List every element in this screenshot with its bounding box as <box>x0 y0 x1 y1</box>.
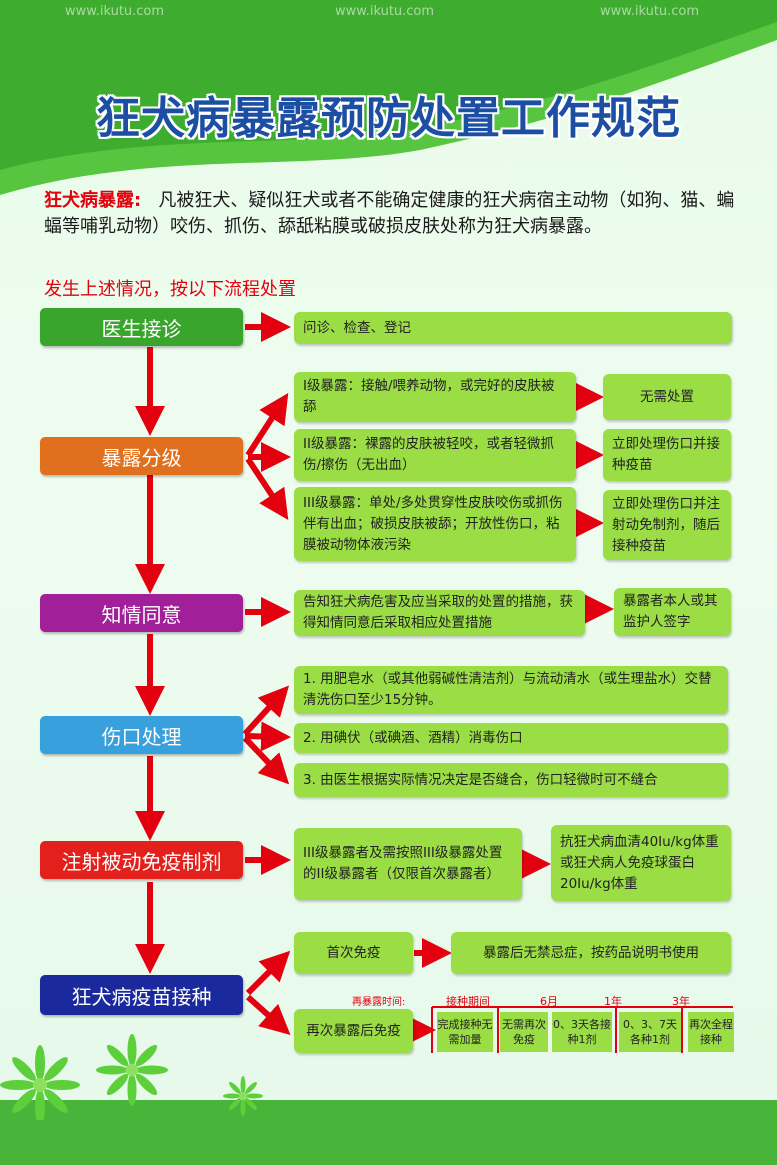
watermark-text: www.ikutu.com <box>65 4 165 19</box>
consent-signature-box: 暴露者本人或其监护人签字 <box>614 588 731 636</box>
branch-arrow <box>245 994 291 1036</box>
grade-1-action: 无需处置 <box>603 374 731 420</box>
grade-1-box: I级暴露：接触/喂养动物，或完好的皮肤被舔 <box>294 372 576 422</box>
branch-arrow <box>242 685 290 737</box>
top-green-wave-decoration <box>0 0 777 195</box>
wound-step-disinfect: 2. 用碘伏（或碘酒、酒精）消毒伤口 <box>294 723 728 753</box>
timeline-label: 再暴露时间: <box>352 997 406 1008</box>
grade-2-action: 立即处理伤口并接种疫苗 <box>603 429 731 481</box>
branch-arrow <box>245 457 289 521</box>
definition-term: 狂犬病暴露: <box>44 190 142 211</box>
watermark-text: www.ikutu.com <box>600 4 700 19</box>
step-exposure-grading: 暴露分级 <box>40 437 243 475</box>
timeline-point: 3年 <box>672 995 690 1008</box>
grade-3-action: 立即处理伤口并注射动免制剂，随后接种疫苗 <box>603 490 731 560</box>
timeline-axis <box>431 1006 733 1053</box>
re-exposure-immunization-box: 再次暴露后免疫 <box>294 1009 413 1053</box>
grade-3-box: III级暴露：单处/多处贯穿性皮肤咬伤或抓伤伴有出血；破损皮肤被舔；开放性伤口，… <box>294 487 576 561</box>
definition-paragraph: 狂犬病暴露: 凡被狂犬、疑似狂犬或者不能确定健康的狂犬病宿主动物（如狗、猫、蝙蝠… <box>44 188 744 240</box>
passive-eligibility-box: III级暴露者及需按照III级暴露处置的II级暴露者（仅限首次暴露者） <box>294 828 522 900</box>
step-informed-consent: 知情同意 <box>40 594 243 632</box>
wound-step-wash: 1. 用肥皂水（或其他弱碱性清洁剂）与流动清水（或生理盐水）交替清洗伤口至少15… <box>294 666 728 714</box>
grade-2-box: II级暴露：裸露的皮肤被轻咬，或者轻微抓伤/擦伤（无出血） <box>294 429 576 481</box>
step-doctor-intake: 医生接诊 <box>40 308 243 346</box>
timeline-box: 完成接种无需加量 <box>437 1012 493 1052</box>
timeline-box: 无需再次免疫 <box>500 1012 548 1052</box>
flow-subheading: 发生上述情况，按以下流程处置 <box>44 279 296 300</box>
step-rabies-vaccination: 狂犬病疫苗接种 <box>40 975 243 1015</box>
step-wound-care: 伤口处理 <box>40 716 243 754</box>
consent-box: 告知狂犬病危害及应当采取的处置的措施，获得知情同意后采取相应处置措施 <box>294 590 585 636</box>
wound-step-suture: 3. 由医生根据实际情况决定是否缝合，伤口轻微时可不缝合 <box>294 763 728 797</box>
watermark-text: www.ikutu.com <box>335 4 435 19</box>
first-immunization-note: 暴露后无禁忌症，按药品说明书使用 <box>451 932 731 974</box>
timeline-box: 再次全程接种 <box>688 1012 734 1052</box>
first-immunization-box: 首次免疫 <box>294 932 413 974</box>
page-title: 狂犬病暴露预防处置工作规范 <box>96 93 681 144</box>
timeline-box: 0、3、7天各种1剂 <box>619 1012 681 1052</box>
timeline-point: 6月 <box>540 995 558 1008</box>
step-passive-immunization: 注射被动免疫制剂 <box>40 841 243 879</box>
timeline-box: 0、3天各接种1剂 <box>552 1012 612 1052</box>
flower-decoration <box>0 1034 263 1120</box>
definition-text: 凡被狂犬、疑似狂犬或者不能确定健康的狂犬病宿主动物（如狗、猫、蝙蝠等哺乳动物）咬… <box>44 190 735 237</box>
timeline-point: 1年 <box>604 995 622 1008</box>
branch-arrow <box>245 950 291 996</box>
passive-dose-box: 抗狂犬病血清40Iu/kg体重或狂犬病人免疫球蛋白20Iu/kg体重 <box>551 825 731 901</box>
branch-arrow <box>245 392 289 457</box>
branch-arrow <box>242 735 290 785</box>
intake-box: 问诊、检查、登记 <box>294 312 732 344</box>
timeline-point: 接种期间 <box>446 995 490 1008</box>
branch-arrow <box>244 721 291 752</box>
